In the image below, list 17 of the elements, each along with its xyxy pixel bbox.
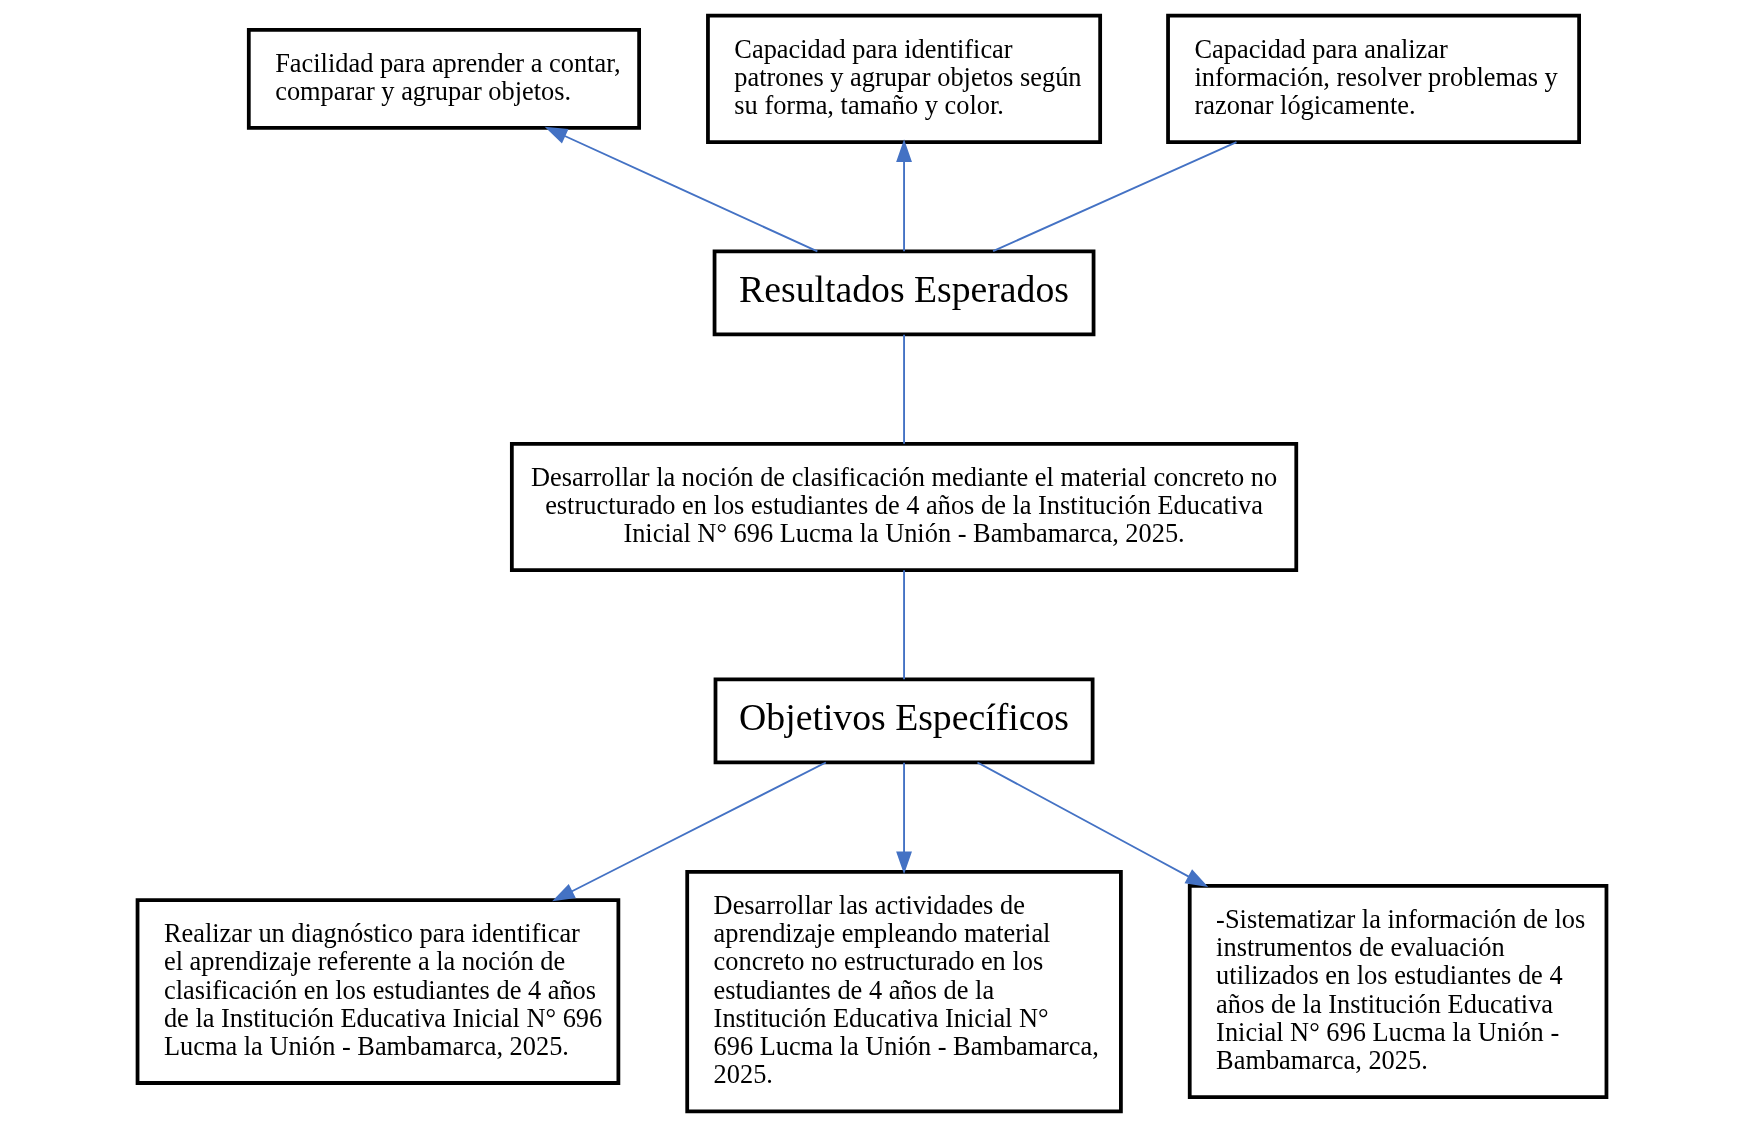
arrow [551,761,827,902]
node-box: Capacidad para analizar información, resolver problemas y razonar lógicamente. [1165,13,1581,144]
connector [902,569,905,681]
connector [902,333,905,445]
connector [991,141,1237,253]
arrow [895,139,912,253]
node-box: Capacidad para identificar patrones y agrupar objetos según su forma, tamaño y color. [705,13,1102,144]
node-box: Facilidad para aprender a contar, comparar y agrupar objetos. [246,27,641,130]
node-box: Desarrollar la noción de clasificación mediante el material concreto no estructurado en los estudiantes de 4 años de la Institución Educativa Inicial N° 696 Lucma la Unión - Bambamarca, 2025. [509,441,1298,572]
node-box: Realizar un diagnóstico para identificar el aprendizaje referente a la noción de clasificación en los estudiantes de 4 años de la Institución Educativa Inicial N° 696 Lucma la Unión - Bambamarca, 2025. [135,898,620,1085]
node-box: Objetivos Específicos [713,677,1094,765]
arrow [544,126,818,253]
node-box: Resultados Esperados [712,249,1095,337]
node-box: -Sistematizar la información de los instrumentos de evaluación utilizados en los estudiantes de 4 años de la Institución Educativa Inicial N° 696 Lucma la Unión - Bambamarca, 2025. [1187,884,1608,1100]
arrow [976,761,1208,888]
node-box: Desarrollar las actividades de aprendizaje empleando material concreto no estructurado en los estudiantes de 4 años de la Institución Educativa Inicial N° 696 Lucma la Unión - Bambamarca, 2025. [684,869,1123,1114]
arrow [895,761,912,875]
